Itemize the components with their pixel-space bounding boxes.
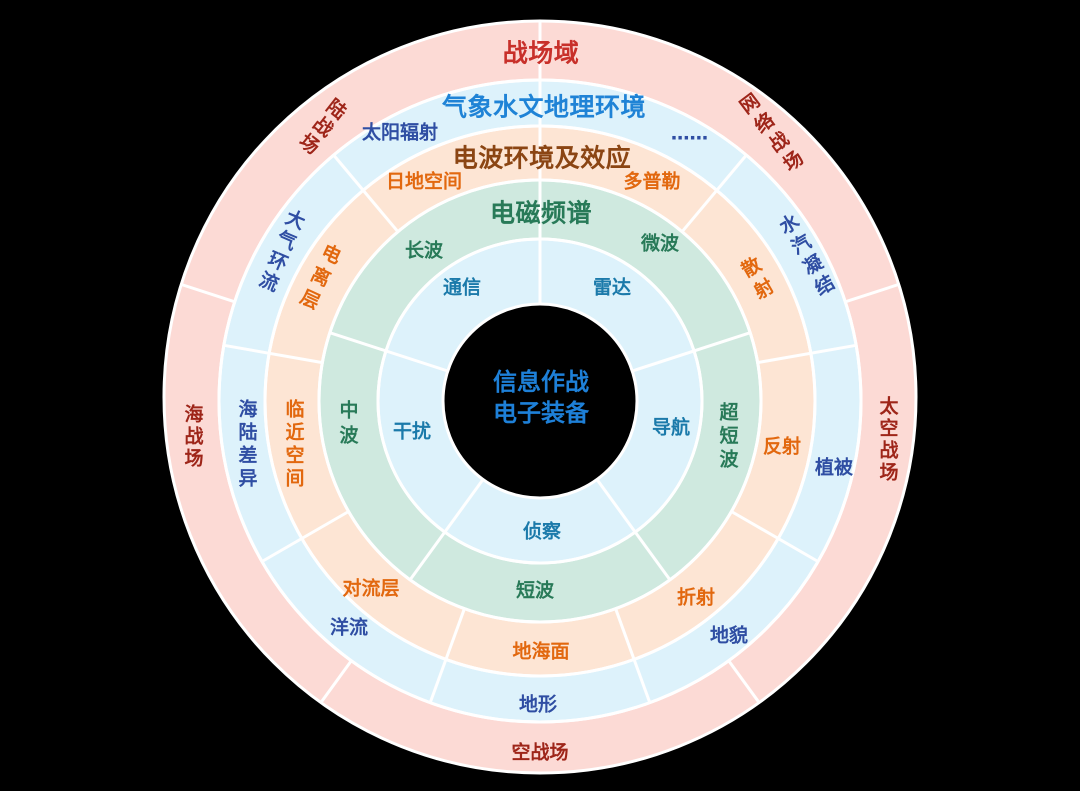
segment-navigation: 导航 — [651, 416, 691, 439]
segment-space-battlefield: 太空战场 — [876, 396, 899, 484]
segment-land-sea-surface: 地海面 — [512, 640, 570, 663]
segment-near-space: 临近空间 — [282, 399, 305, 491]
segment-land-sea-difference: 海陆差异 — [235, 399, 258, 491]
segment-microwave: 微波 — [640, 232, 680, 255]
segment-doppler: 多普勒 — [623, 170, 681, 193]
segment-shortwave: 短波 — [515, 579, 555, 602]
segment-solar-radiation: 太阳辐射 — [361, 121, 439, 144]
radio-wave-effects-title: 电波环境及效应 — [452, 143, 632, 173]
segment-sea-battlefield: 海战场 — [181, 404, 204, 470]
environment-radio-dividers — [223, 80, 857, 704]
segment-refraction: 折射 — [676, 586, 716, 609]
segment-landform: 地貌 — [709, 624, 749, 647]
segment-sun-earth-space: 日地空间 — [385, 170, 463, 193]
center-core — [441, 302, 639, 500]
segment-reflection: 反射 — [762, 435, 802, 458]
center-label-line2: 电子装备 — [493, 399, 589, 427]
battlefield-domain-title: 战场域 — [502, 38, 580, 68]
segment-jamming: 干扰 — [392, 420, 432, 443]
electromagnetic-spectrum-title: 电磁频谱 — [489, 198, 593, 228]
segment-terrain: 地形 — [518, 693, 558, 716]
segment-reconnaissance: 侦察 — [522, 520, 562, 543]
segment-communication: 通信 — [442, 276, 482, 299]
segment-vegetation: 植被 — [814, 456, 854, 479]
spectrum-equipment-dividers — [329, 180, 751, 581]
center-label-line1: 信息作战 — [493, 368, 589, 396]
segment-mediumwave: 中波 — [336, 400, 359, 450]
ring-boundaries — [217, 78, 863, 724]
segment-radar: 雷达 — [592, 276, 632, 299]
segment-ocean-current: 洋流 — [329, 616, 369, 639]
segment-ultrashort-wave: 超短波 — [716, 401, 739, 473]
segment-air-battlefield: 空战场 — [511, 741, 569, 764]
segment-ellipsis: ...... — [670, 122, 708, 145]
segment-troposphere: 对流层 — [342, 577, 400, 600]
segment-longwave: 长波 — [404, 239, 444, 262]
environment-title: 气象水文地理环境 — [441, 92, 647, 122]
